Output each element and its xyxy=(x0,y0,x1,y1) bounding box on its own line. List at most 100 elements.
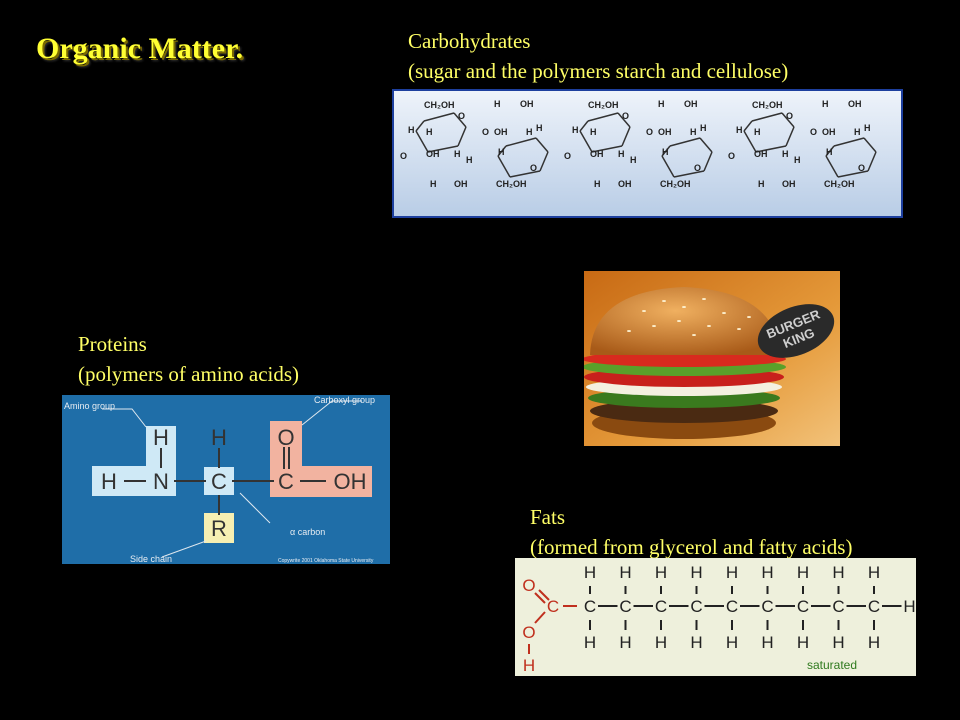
chain-h-top: H xyxy=(868,563,880,582)
oh-label: OH xyxy=(684,99,698,109)
copyright-label: Copywrite 2001 Oklahoma State University xyxy=(278,558,374,564)
carbohydrates-subheading: (sugar and the polymers starch and cellu… xyxy=(408,59,789,83)
chain-h-bottom: H xyxy=(761,633,773,652)
h-label: H xyxy=(826,147,833,157)
ch2oh-label: CH₂OH xyxy=(424,100,455,110)
carbonyl-o: O xyxy=(522,576,535,595)
h-label: H xyxy=(736,125,743,135)
h-label: H xyxy=(782,149,789,159)
amino-h-left: H xyxy=(101,469,117,494)
carboxyl-c: C xyxy=(278,469,294,494)
burger-image: BURGER KING xyxy=(584,271,840,446)
chain-c: C xyxy=(832,597,844,616)
oh-label: OH xyxy=(520,99,534,109)
ring-o-label: O xyxy=(694,163,701,173)
saturated-label: saturated xyxy=(807,658,857,672)
chain-c: C xyxy=(690,597,702,616)
h-label: H xyxy=(794,155,801,165)
h-label: H xyxy=(498,147,505,157)
h-label: H xyxy=(690,127,697,137)
h-label: H xyxy=(430,179,437,189)
h-label: H xyxy=(822,99,829,109)
link-o-label: O xyxy=(400,151,407,161)
chain-h-bottom: H xyxy=(726,633,738,652)
amino-n: N xyxy=(153,469,169,494)
link-o-label: O xyxy=(646,127,653,137)
oh-label: OH xyxy=(454,179,468,189)
oh-label: OH xyxy=(822,127,836,137)
h-label: H xyxy=(630,155,637,165)
chain-c: C xyxy=(655,597,667,616)
fats-heading: Fats xyxy=(530,505,566,529)
ring-o-label: O xyxy=(622,111,629,121)
link-o-label: O xyxy=(564,151,571,161)
proteins-subheading: (polymers of amino acids) xyxy=(78,362,300,386)
h-label: H xyxy=(594,179,601,189)
oh-label: OH xyxy=(848,99,862,109)
ring-o-label: O xyxy=(858,163,865,173)
h-label: H xyxy=(758,179,765,189)
h-label: H xyxy=(618,149,625,159)
chain-c: C xyxy=(868,597,880,616)
carboxyl-o: O xyxy=(277,425,294,450)
chain-h-bottom: H xyxy=(797,633,809,652)
carboxyl-c: C xyxy=(547,597,559,616)
link-o-label: O xyxy=(810,127,817,137)
oh-label: OH xyxy=(754,149,768,159)
h-label: H xyxy=(572,125,579,135)
burger-king-logo: BURGER KING xyxy=(757,304,835,358)
h-label: H xyxy=(854,127,861,137)
chain-h-top: H xyxy=(619,563,631,582)
chain-h-top: H xyxy=(832,563,844,582)
chain-h-top: H xyxy=(726,563,738,582)
h-label: H xyxy=(754,127,761,137)
chain-c: C xyxy=(584,597,596,616)
ch2oh-label: CH₂OH xyxy=(752,100,783,110)
chain-h-top: H xyxy=(797,563,809,582)
side-chain-r: R xyxy=(211,516,227,541)
oh-label: OH xyxy=(494,127,508,137)
burger-illustration: BURGER KING xyxy=(584,271,840,446)
oh-label: OH xyxy=(658,127,672,137)
amino-acid-diagram: H H N H C R O C OH Amino group Carboxyl … xyxy=(62,395,390,564)
h-label: H xyxy=(700,123,707,133)
h-label: H xyxy=(454,149,461,159)
chain-h-bottom: H xyxy=(832,633,844,652)
h-label: H xyxy=(662,147,669,157)
amino-group-label: Amino group xyxy=(64,401,115,411)
h-label: H xyxy=(864,123,871,133)
hydroxyl-o: O xyxy=(522,623,535,642)
fats-caption: Fats (formed from glycerol and fatty aci… xyxy=(530,502,852,562)
ring-o-label: O xyxy=(458,111,465,121)
chain-h-bottom: H xyxy=(619,633,631,652)
amino-h-top: H xyxy=(153,425,169,450)
ch2oh-label: CH₂OH xyxy=(660,179,691,189)
oh-label: OH xyxy=(618,179,632,189)
link-o-label: O xyxy=(728,151,735,161)
alpha-h: H xyxy=(211,425,227,450)
carboxyl-group-label: Carboxyl group xyxy=(314,395,375,405)
h-label: H xyxy=(494,99,501,109)
proteins-heading: Proteins xyxy=(78,332,147,356)
slide-title: Organic Matter. xyxy=(36,32,244,65)
alpha-c: C xyxy=(211,469,227,494)
h-label: H xyxy=(526,127,533,137)
chain-h-top: H xyxy=(690,563,702,582)
chain-c: C xyxy=(619,597,631,616)
oh-label: OH xyxy=(426,149,440,159)
chain-h-bottom: H xyxy=(690,633,702,652)
oh-label: OH xyxy=(590,149,604,159)
ch2oh-label: CH₂OH xyxy=(824,179,855,189)
oh-label: OH xyxy=(782,179,796,189)
carboxyl-oh: OH xyxy=(334,469,367,494)
h-label: H xyxy=(590,127,597,137)
side-chain-label: Side chain xyxy=(130,554,172,564)
h-label: H xyxy=(466,155,473,165)
amino-acid-svg: H H N H C R O C OH Amino group Carboxyl … xyxy=(64,395,375,564)
carbohydrates-caption: Carbohydrates (sugar and the polymers st… xyxy=(408,26,788,86)
ch2oh-label: CH₂OH xyxy=(496,179,527,189)
